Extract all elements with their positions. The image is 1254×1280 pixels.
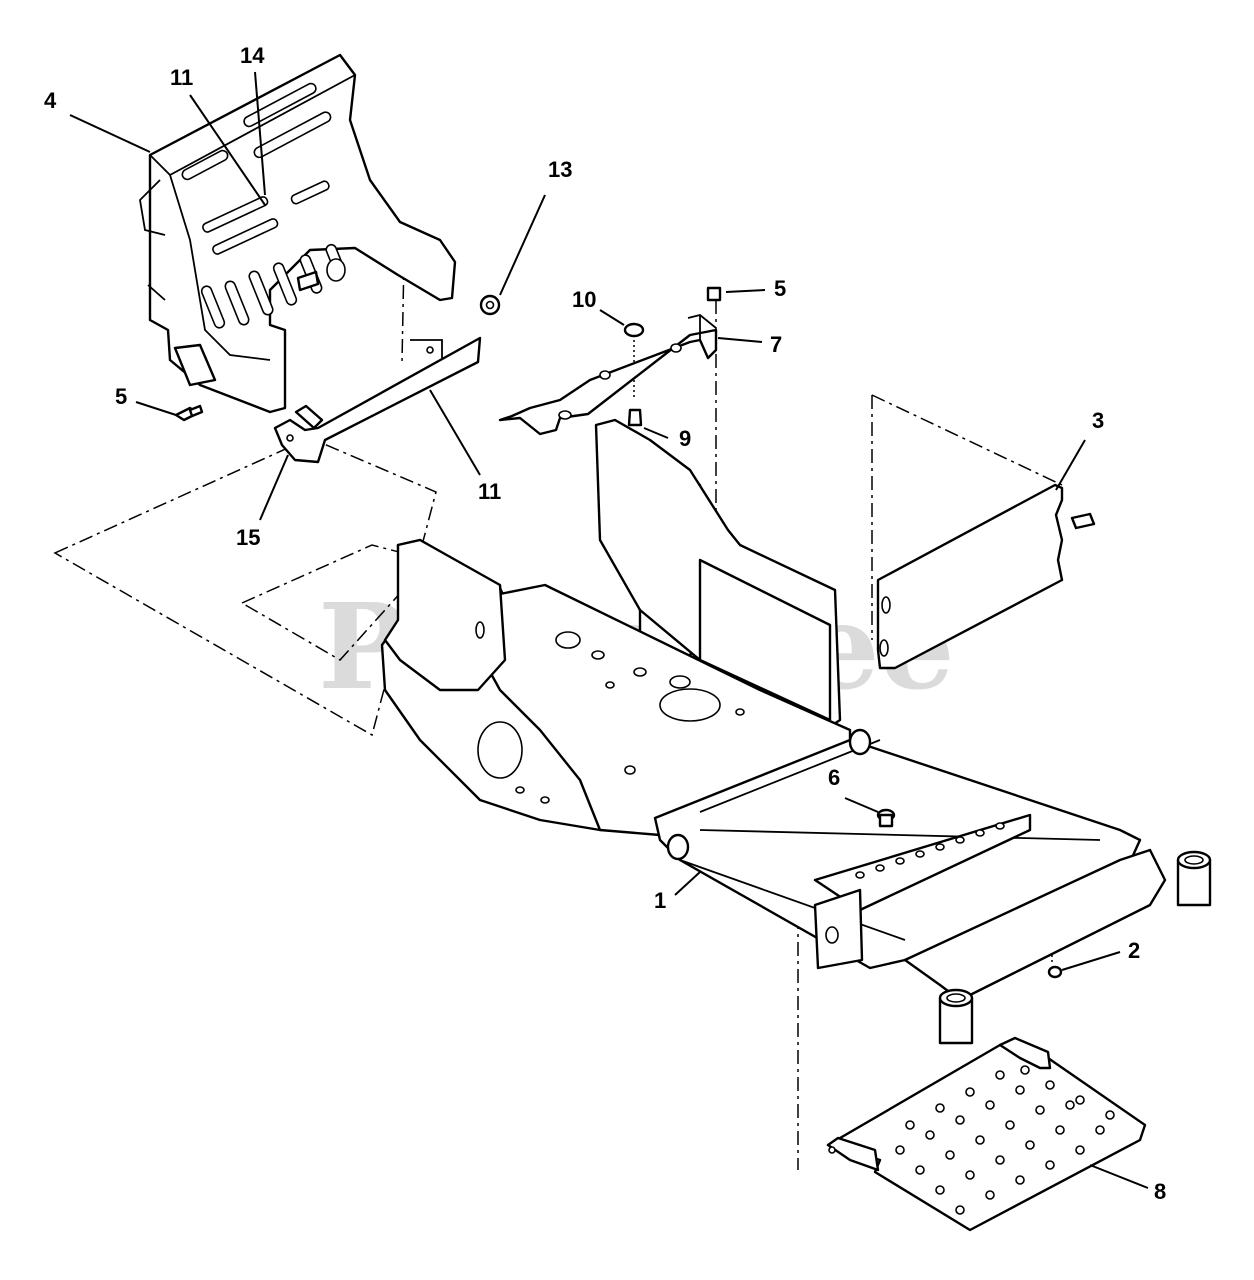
callout-10: 10: [572, 287, 596, 312]
callout-14: 14: [240, 43, 265, 68]
seat-pan-side-flange: [139, 179, 166, 301]
frame-left-bracket: [383, 538, 507, 692]
bolt-9: [627, 408, 643, 427]
callout-leaders: [69, 71, 1149, 1189]
foot-plate-holes: [895, 1065, 1115, 1215]
leader-13: [499, 194, 546, 296]
hex-bolt: [294, 404, 324, 430]
crossmember-holes: [855, 822, 1005, 879]
leader-6: [844, 797, 879, 813]
bumper-6: [876, 808, 896, 828]
callout-4: 4: [44, 88, 57, 113]
mounting-plate-body: [498, 328, 718, 436]
phantom-seat-axis: [401, 257, 405, 363]
seat-pan-back-edge: [169, 74, 356, 176]
callout-5-top: 5: [774, 276, 786, 301]
seat-bracket-tab: [410, 339, 443, 358]
callout-11: 11: [478, 479, 501, 504]
rear-cover-bolt: [1070, 512, 1096, 530]
frame-clamp-block: [813, 888, 864, 970]
frame-front-bumper: [903, 848, 1167, 1002]
callout-15: 15: [236, 525, 260, 550]
seat-pan: [139, 53, 457, 414]
leader-4: [69, 114, 151, 153]
seat-pan-boss: [326, 258, 346, 282]
seat-bracket-body: [273, 336, 482, 464]
leader-15: [259, 454, 289, 521]
mounting-plate: [498, 286, 722, 436]
washer-10: [623, 322, 645, 338]
callout-5-left: 5: [115, 384, 127, 409]
leader-14: [254, 71, 266, 196]
callout-13: 13: [548, 157, 572, 182]
callout-9: 9: [679, 426, 691, 451]
foot-plate-tab-right: [998, 1036, 1052, 1070]
callout-2: 2: [1128, 938, 1140, 963]
leader-5-top: [725, 289, 766, 293]
seat-pan-edge: [149, 154, 271, 361]
bolt-5-top: [706, 286, 722, 302]
mounting-plate-flange: [687, 314, 717, 340]
nut-13: [479, 294, 501, 316]
bolt-15: [294, 404, 324, 430]
leader-1: [674, 871, 701, 896]
leader-11: [429, 389, 481, 476]
leader-12: [189, 94, 266, 206]
leader-10: [599, 309, 625, 326]
nut-2: [1047, 965, 1063, 979]
rear-cover-body: [876, 483, 1064, 670]
hex-nut: [1047, 965, 1063, 979]
leader-9: [643, 427, 669, 439]
main-frame: [380, 418, 1212, 1045]
phantom-outline-left: [53, 437, 437, 737]
callout-3: 3: [1092, 408, 1104, 433]
seat-mount-bracket: [273, 336, 482, 464]
foot-plate-body: [826, 1043, 1147, 1232]
perforated-foot-plate: [826, 1036, 1147, 1232]
leader-3: [1055, 439, 1086, 491]
frame-rail-edges: [679, 739, 1101, 941]
callout-1: 1: [654, 888, 666, 913]
leader-7: [717, 337, 763, 343]
pivot-left: [666, 833, 690, 861]
rear-cover: [876, 483, 1096, 670]
pivot-right: [848, 728, 872, 756]
callout-8: 8: [1154, 1179, 1166, 1204]
callout-7: 7: [770, 332, 782, 357]
bolt-5-left: [174, 404, 204, 422]
leader-2: [1061, 951, 1121, 971]
callout-labels: 4 11 14 13 5 15 11 10 5 7 9 3 6 1 2 8: [44, 43, 1166, 1204]
phantom-outline-cover: [871, 394, 1063, 640]
callout-6: 6: [828, 765, 840, 790]
seat-pan-slots: [181, 82, 345, 329]
leader-5-left: [135, 401, 177, 416]
callout-12: 11: [170, 65, 193, 90]
seat-pan-bolt: [296, 270, 320, 292]
foot-plate-tab-left: [826, 1136, 880, 1172]
seat-pan-tab: [173, 343, 217, 387]
leader-8: [1089, 1164, 1149, 1189]
